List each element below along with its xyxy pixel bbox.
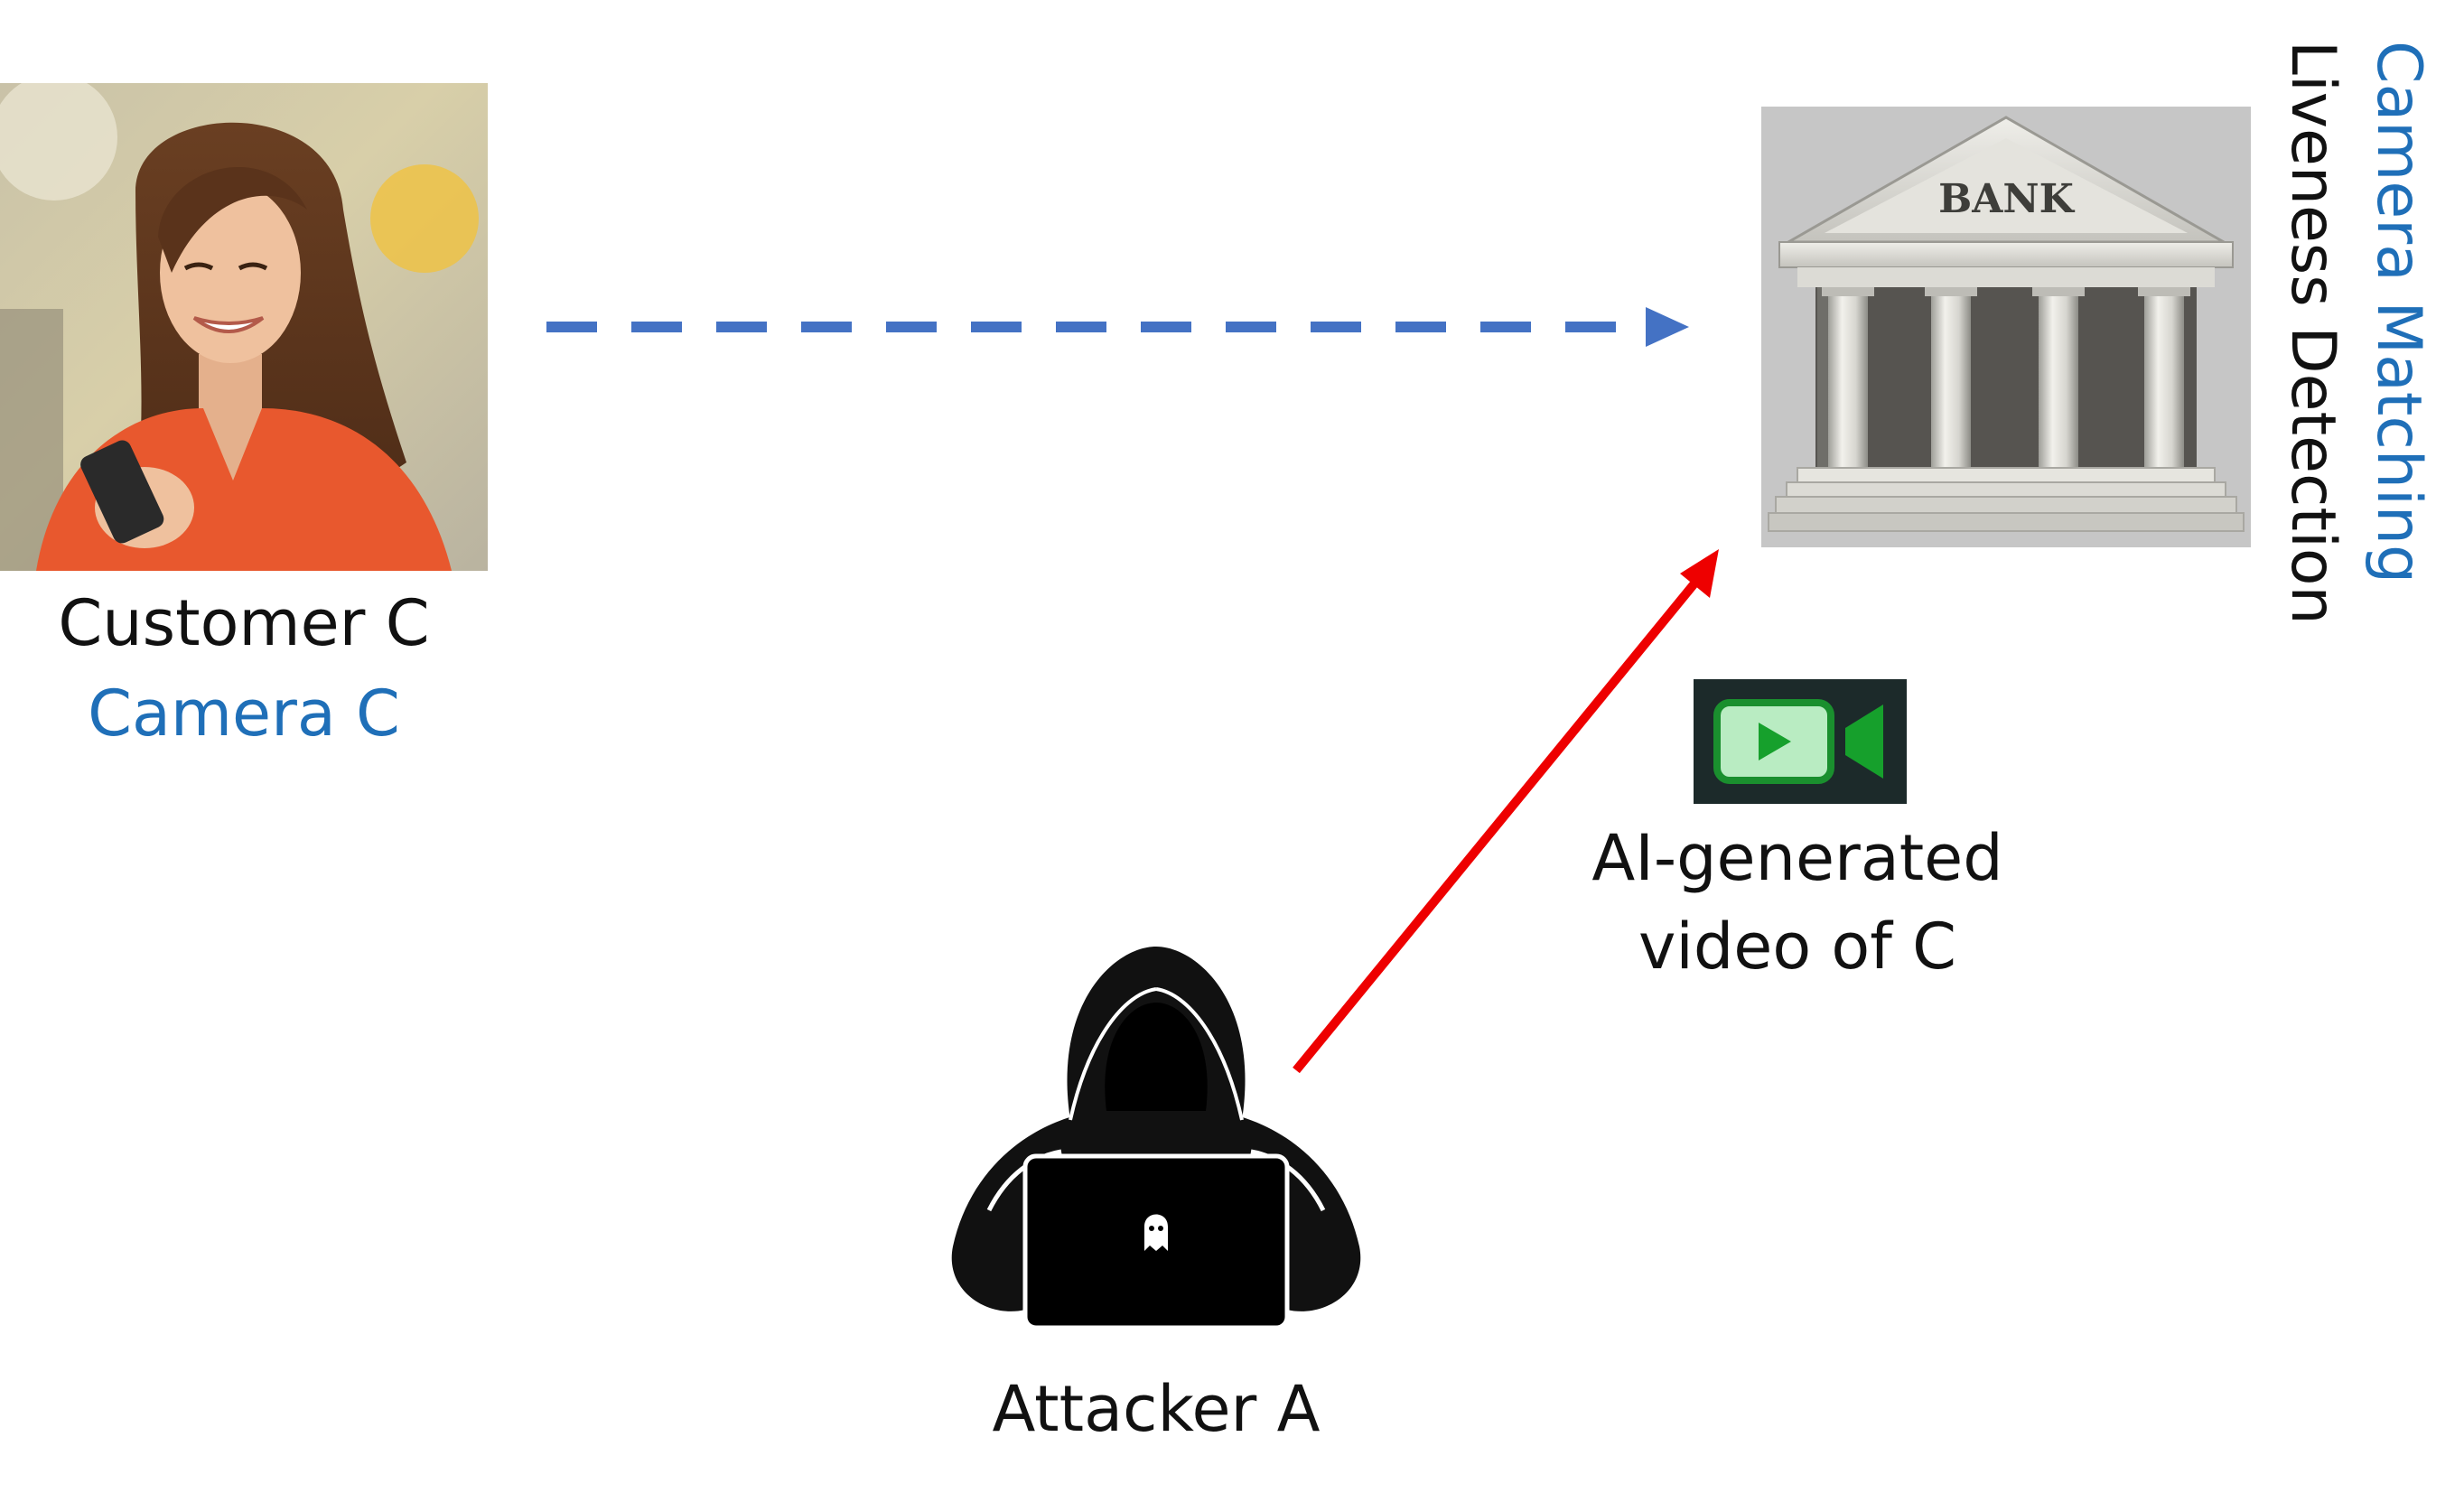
attack-flow-arrow [1293,570,1706,1074]
customer-photo [0,83,488,571]
legit-flow-arrowhead [1646,307,1689,347]
customer-label: Customer C [58,586,430,660]
customer-camera-label: Camera C [88,677,400,751]
bank-building-icon: BANK [1761,107,2251,547]
video-camera-icon [1694,679,1907,804]
attack-payload-line1: AI-generated [1591,821,2003,895]
check-liveness-detection: Liveness Detection [2277,41,2348,625]
check-camera-matching: Camera Matching [2363,41,2434,584]
bank-sign: BANK [1938,176,2076,222]
attacker-label: Attacker A [992,1372,1321,1446]
hooded-attacker-icon [951,947,1361,1330]
attack-payload-line2: video of C [1638,910,1957,984]
attack-flow-arrowhead [1680,549,1719,598]
